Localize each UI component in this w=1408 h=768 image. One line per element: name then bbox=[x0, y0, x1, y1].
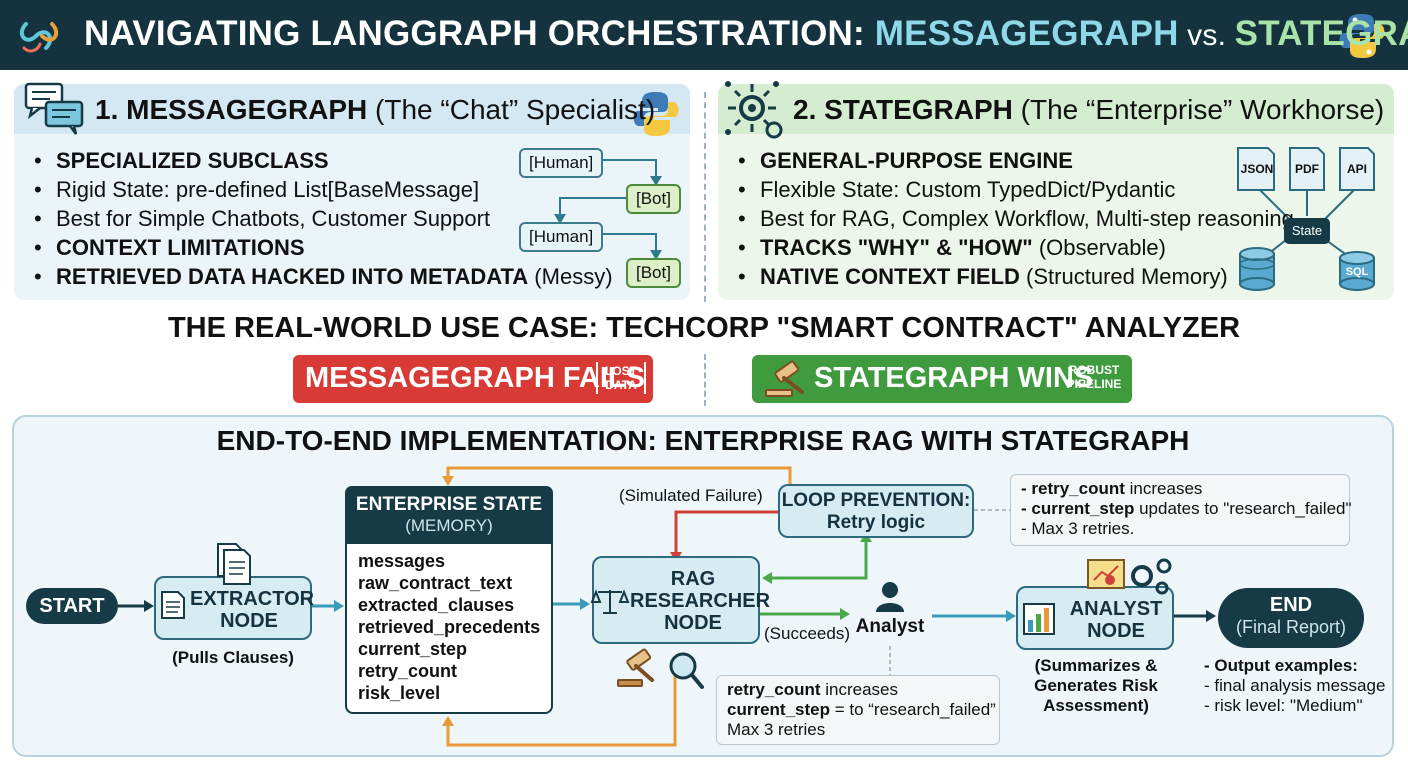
state-field: current_step bbox=[358, 639, 468, 659]
gears-icon bbox=[1131, 558, 1172, 595]
scales-icon bbox=[590, 589, 630, 614]
gavel-icon bbox=[617, 648, 654, 687]
end-node-title: END bbox=[1269, 594, 1313, 616]
use-case-title: THE REAL-WORLD USE CASE: TECHCORP "SMART… bbox=[167, 312, 1241, 344]
python-logo-icon bbox=[1339, 14, 1385, 58]
list-item: CONTEXT LIMITATIONS bbox=[34, 233, 613, 262]
pdf-label: PDF bbox=[1295, 162, 1319, 176]
messagegraph-panel-header bbox=[14, 84, 690, 134]
gavel-icon bbox=[765, 360, 804, 397]
simulated-failure-label: (Simulated Failure) bbox=[619, 486, 763, 505]
page-title: NAVIGATING LANGGRAPH ORCHESTRATION: MESS… bbox=[84, 14, 1408, 54]
win-banner bbox=[752, 355, 1132, 403]
list-item: GENERAL-PURPOSE ENGINE bbox=[738, 146, 1294, 175]
chat-human-chip: [Human] bbox=[519, 222, 604, 252]
list-item: Rigid State: pre-defined List[BaseMessag… bbox=[34, 175, 613, 204]
list-item: RETRIEVED DATA HACKED INTO METADATA (Mes… bbox=[34, 262, 613, 291]
title-messagegraph: MESSAGEGRAPH bbox=[874, 14, 1179, 53]
api-doc-icon bbox=[1339, 147, 1375, 191]
banner-divider bbox=[704, 354, 706, 406]
header-icons bbox=[19, 14, 1385, 58]
sql-database-icon bbox=[1339, 251, 1375, 291]
documents-stack-icon bbox=[217, 543, 251, 585]
stategraph-title: 2. STATEGRAPH (The “Enterprise” Workhors… bbox=[793, 94, 1384, 126]
list-item: Flexible State: Custom TypedDict/Pydanti… bbox=[738, 175, 1294, 204]
analyst-label: Analyst bbox=[855, 616, 925, 637]
end-node-subtitle: (Final Report) bbox=[1235, 617, 1347, 637]
state-field: risk_level bbox=[358, 683, 441, 703]
messagegraph-title-rest: (The “Chat” Specialist) bbox=[367, 94, 656, 125]
stategraph-title-bold: 2. STATEGRAPH bbox=[793, 94, 1013, 125]
python-logo-icon bbox=[633, 92, 679, 136]
list-item: TRACKS "WHY" & "HOW" (Observable) bbox=[738, 233, 1294, 262]
chat-bubbles-icon bbox=[24, 82, 84, 135]
fail-banner-label: MESSAGEGRAPH FAILS bbox=[305, 362, 645, 394]
json-label: JSON bbox=[1240, 162, 1274, 176]
sql-label: SQL bbox=[1345, 266, 1369, 278]
retry-note-top: - retry_count increases - current_step u… bbox=[1010, 474, 1352, 546]
list-item: Best for RAG, Complex Workflow, Multi-st… bbox=[738, 204, 1294, 233]
enterprise-state-title: ENTERPRISE STATE bbox=[355, 494, 543, 515]
magnifier-icon bbox=[669, 652, 704, 689]
messagegraph-bullets: SPECIALIZED SUBCLASS Rigid State: pre-de… bbox=[34, 146, 613, 291]
stategraph-bullets: GENERAL-PURPOSE ENGINE Flexible State: C… bbox=[738, 146, 1294, 291]
title-stategraph: STATEGRAPH bbox=[1234, 14, 1408, 53]
state-node: State bbox=[1284, 218, 1330, 244]
win-banner-label: STATEGRAPH WINS bbox=[814, 362, 1094, 394]
extractor-caption: (Pulls Clauses) bbox=[172, 648, 294, 667]
gears-network-icon bbox=[725, 81, 783, 139]
state-field: retrieved_precedents bbox=[358, 617, 541, 637]
state-field: extracted_clauses bbox=[358, 595, 515, 615]
title-vs: vs. bbox=[1178, 19, 1235, 52]
output-examples: - Output examples: - final analysis mess… bbox=[1204, 656, 1386, 715]
chat-human-chip: [Human] bbox=[519, 148, 604, 178]
langgraph-logo-icon bbox=[19, 22, 59, 53]
enterprise-state-subtitle: (MEMORY) bbox=[405, 516, 493, 535]
implementation-title: END-TO-END IMPLEMENTATION: ENTERPRISE RA… bbox=[216, 425, 1190, 456]
list-item: Best for Simple Chatbots, Customer Suppo… bbox=[34, 204, 613, 233]
panel-divider bbox=[704, 92, 706, 302]
succeeds-label: (Succeeds) bbox=[764, 624, 850, 643]
list-item: SPECIALIZED SUBCLASS bbox=[34, 146, 613, 175]
state-field: messages bbox=[358, 551, 446, 571]
end-node: END (Final Report) bbox=[1218, 588, 1364, 648]
header-bar bbox=[0, 0, 1408, 70]
state-field: raw_contract_text bbox=[358, 573, 513, 593]
person-icon bbox=[876, 582, 904, 612]
enterprise-state-header: ENTERPRISE STATE (MEMORY) bbox=[345, 486, 553, 544]
messagegraph-title-bold: 1. MESSAGEGRAPH bbox=[95, 94, 368, 125]
state-field: retry_count bbox=[358, 661, 458, 681]
start-node: START bbox=[26, 588, 118, 624]
state-fields: messages raw_contract_text extracted_cla… bbox=[358, 550, 540, 704]
messagegraph-title: 1. MESSAGEGRAPH (The “Chat” Specialist) bbox=[95, 94, 655, 126]
presentation-board-icon bbox=[1087, 559, 1125, 589]
stategraph-panel-header bbox=[718, 84, 1394, 134]
document-icon bbox=[161, 591, 185, 619]
retry-note-bottom: retry_count increases current_step = to … bbox=[716, 675, 1000, 745]
list-item: NATIVE CONTEXT FIELD (Structured Memory) bbox=[738, 262, 1294, 291]
stategraph-title-rest: (The “Enterprise” Workhorse) bbox=[1012, 94, 1385, 125]
chat-bot-chip: [Bot] bbox=[626, 184, 681, 214]
loop-prevention-node: LOOP PREVENTION:Retry logic bbox=[778, 484, 974, 538]
title-prefix: NAVIGATING LANGGRAPH ORCHESTRATION: bbox=[84, 14, 875, 53]
api-label: API bbox=[1346, 162, 1367, 176]
chat-bot-chip: [Bot] bbox=[626, 258, 681, 288]
fail-banner bbox=[293, 355, 653, 403]
bar-chart-icon bbox=[1023, 603, 1055, 635]
